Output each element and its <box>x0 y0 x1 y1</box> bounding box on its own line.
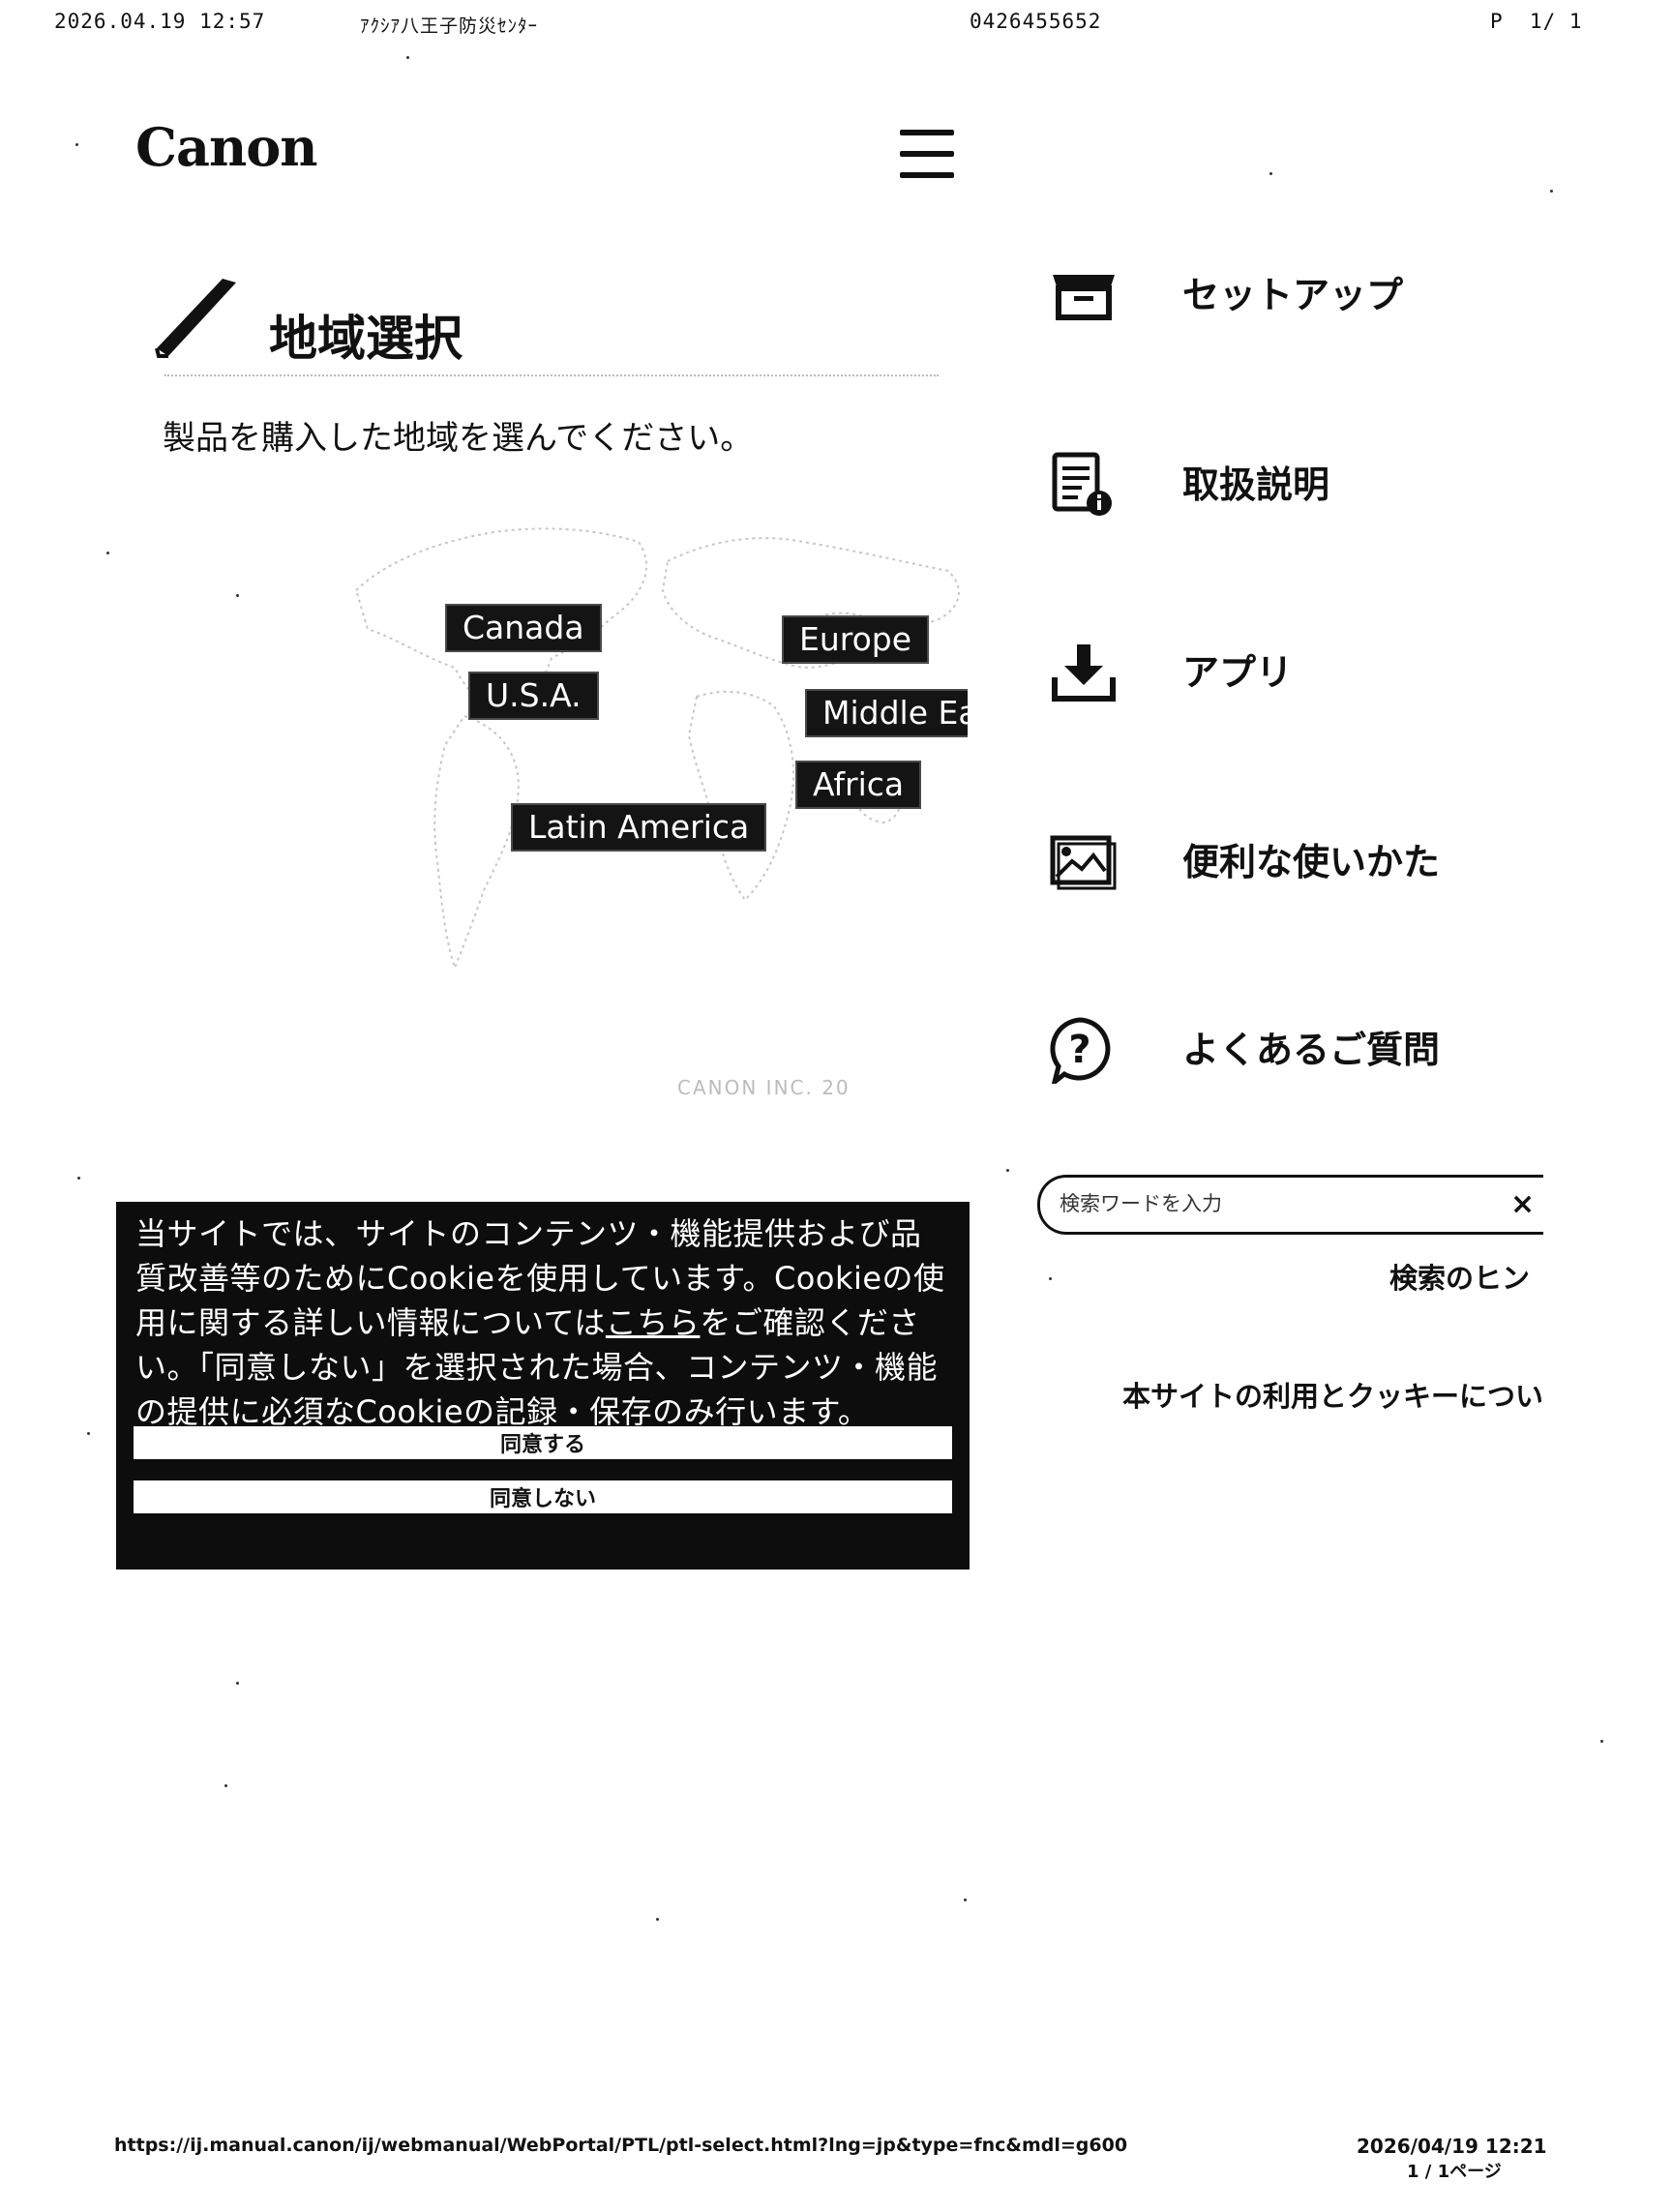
scan-speck <box>1550 190 1553 193</box>
footer-datetime: 2026/04/19 12:21 <box>1357 2135 1547 2158</box>
region-europe-button[interactable]: Europe <box>782 615 930 664</box>
svg-text:?: ? <box>1068 1028 1090 1072</box>
agree-button[interactable]: 同意する <box>134 1426 952 1459</box>
cookie-banner: 当サイトでは、サイトのコンテンツ・機能提供および品質改善等のためにCookieを… <box>116 1202 970 1569</box>
search-input[interactable] <box>1058 1183 1487 1224</box>
scan-speck <box>75 143 78 146</box>
disagree-button[interactable]: 同意しない <box>134 1480 952 1513</box>
map-copyright: CANON INC. 20 <box>677 1076 851 1099</box>
footer-url: https://ij.manual.canon/ij/webmanual/Web… <box>114 2135 1128 2156</box>
scan-speck <box>1600 1740 1603 1743</box>
scan-speck <box>964 1898 967 1901</box>
site-cookie-policy-link[interactable]: 本サイトの利用とクッキーについ <box>1122 1380 1544 1413</box>
search-hint-link[interactable]: 検索のヒン <box>1389 1262 1531 1295</box>
scan-speck <box>656 1918 659 1921</box>
download-icon <box>1052 644 1116 702</box>
title-divider <box>164 374 939 376</box>
scan-speck <box>77 1177 80 1180</box>
fax-sender: ｱｸｼｱ八王子防災ｾﾝﾀｰ <box>360 15 539 37</box>
fax-page: P 1/ 1 <box>1490 10 1583 33</box>
cookie-text-after: をご確認ください。「同意しない」を選択された場合、コンテンツ・機能の提供に必須な… <box>135 1304 939 1430</box>
cookie-text-before: 当サイトでは、サイトのコンテンツ・機能提供および品質改善等のためにCookieを… <box>135 1215 945 1341</box>
menu-item-tips[interactable]: 便利な使いかた <box>1045 821 1548 898</box>
hamburger-menu-button[interactable] <box>900 128 956 184</box>
clear-search-icon[interactable]: × <box>1510 1187 1536 1221</box>
scan-speck <box>236 594 239 597</box>
menu-item-faq-label: よくあるご質問 <box>1182 1029 1441 1071</box>
world-map: Canada U.S.A. Europe Middle Ea Africa La… <box>348 503 968 977</box>
fax-datetime: 2026.04.19 12:57 <box>54 10 266 33</box>
page-subtitle: 製品を購入した地域を選んでください。 <box>163 419 754 458</box>
question-icon: ? <box>1050 1017 1111 1084</box>
hamburger-bar <box>900 151 954 157</box>
scan-speck <box>106 552 109 554</box>
footer-page-count: 1 / 1ページ <box>1407 2162 1502 2182</box>
scan-speck <box>87 1432 90 1435</box>
region-africa-button[interactable]: Africa <box>795 761 922 809</box>
menu-item-app[interactable]: アプリ <box>1045 631 1548 708</box>
hamburger-bar <box>900 172 954 178</box>
scan-speck <box>1049 1277 1052 1280</box>
cookie-details-link[interactable]: こちら <box>605 1304 701 1341</box>
hamburger-bar <box>900 130 954 135</box>
menu-item-manual[interactable]: 取扱説明 <box>1045 443 1548 521</box>
menu-item-faq[interactable]: ? よくあるご質問 <box>1045 1008 1548 1086</box>
scan-speck <box>1006 1169 1009 1172</box>
canon-logo[interactable]: Canon <box>135 116 318 178</box>
menu-item-setup[interactable]: セットアップ <box>1045 254 1548 331</box>
manual-document-icon <box>1052 452 1112 516</box>
scan-speck <box>1269 172 1272 175</box>
menu-item-manual-label: 取扱説明 <box>1182 463 1330 506</box>
region-usa-button[interactable]: U.S.A. <box>468 672 599 720</box>
scan-speck <box>224 1784 227 1787</box>
search-box: × <box>1037 1175 1543 1235</box>
setup-box-icon <box>1053 275 1115 320</box>
scan-speck <box>406 56 409 59</box>
page-title: 地域選択 <box>269 311 463 367</box>
menu-item-setup-label: セットアップ <box>1182 274 1404 316</box>
scan-speck <box>236 1682 239 1685</box>
region-canada-button[interactable]: Canada <box>445 604 602 652</box>
menu-item-tips-label: 便利な使いかた <box>1182 841 1441 883</box>
region-latin-america-button[interactable]: Latin America <box>511 803 767 852</box>
fax-phone: 0426455652 <box>970 10 1102 33</box>
heading-slash-icon <box>155 279 236 358</box>
region-middle-east-button[interactable]: Middle Ea <box>805 689 968 737</box>
world-map-outline <box>354 527 960 971</box>
menu-item-app-label: アプリ <box>1182 651 1294 694</box>
cookie-banner-text: 当サイトでは、サイトのコンテンツ・機能提供および品質改善等のためにCookieを… <box>135 1211 952 1434</box>
photo-icon <box>1050 835 1117 890</box>
